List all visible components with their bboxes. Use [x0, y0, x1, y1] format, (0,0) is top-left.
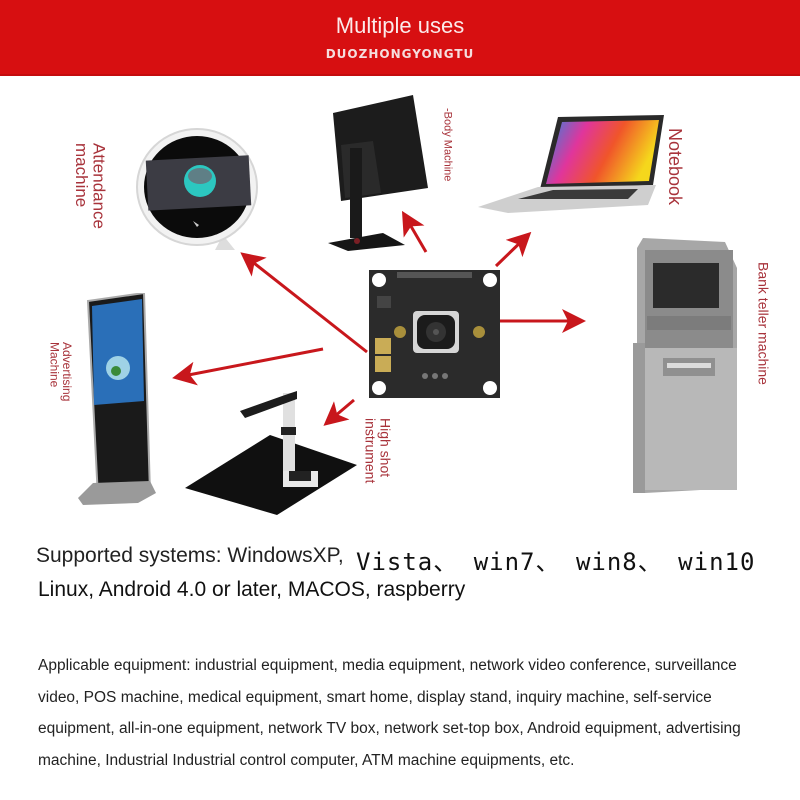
document-camera-icon [185, 385, 365, 515]
camera-module-icon [367, 266, 502, 402]
notebook-label: Notebook [664, 128, 685, 206]
atm-label: Bank teller machine [755, 262, 772, 385]
monitor-icon [323, 93, 438, 253]
arrow-to-notebook [494, 231, 532, 268]
body-machine-label: -Body Machine [441, 108, 454, 182]
advertising-label: Advertising Machine [47, 342, 75, 402]
header-banner: Multiple uses DUOZHONGYONGTU [0, 0, 800, 76]
supported-systems-line1: Supported systems: WindowsXP, [36, 544, 344, 567]
arrow-to-attendance [240, 252, 368, 354]
high-shot-label: High shot instrument [362, 418, 394, 484]
arrow-to-advertising [172, 347, 324, 386]
advertising-kiosk-icon [78, 291, 158, 508]
banner-subtitle: DUOZHONGYONGTU [325, 47, 475, 61]
supported-systems-line2: Linux, Android 4.0 or later, MACOS, rasp… [38, 578, 466, 601]
arrow-to-monitor [401, 210, 428, 253]
arrows-diagram [172, 210, 586, 426]
applicable-equipment-text: Applicable equipment: industrial equipme… [38, 657, 741, 769]
banner-title: Multiple uses [335, 13, 465, 38]
attendance-label: Attendance machine [71, 143, 109, 230]
arrow-to-high-shot [323, 398, 355, 426]
supported-systems-windows: Vista、 win7、 win8、 win10 [356, 548, 756, 576]
laptop-icon [478, 115, 668, 215]
attendance-machine-icon [135, 125, 265, 255]
atm-icon [625, 238, 745, 494]
